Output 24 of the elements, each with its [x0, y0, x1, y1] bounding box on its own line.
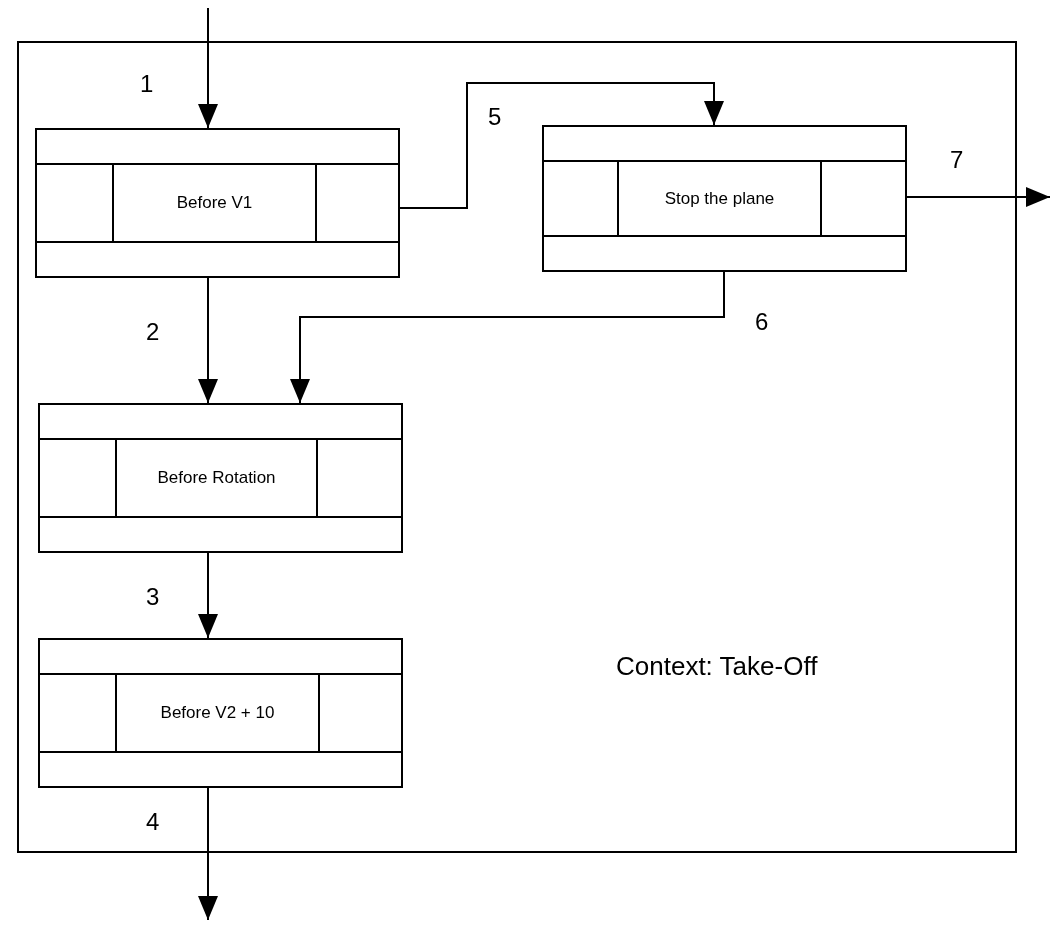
edge-label: 2: [146, 320, 160, 344]
edge-label: 1: [140, 72, 154, 96]
box-label: Before Rotation: [157, 468, 276, 488]
box-label: Before V1: [176, 193, 253, 213]
edge-label: 3: [146, 585, 160, 609]
edge-label: 6: [755, 310, 769, 334]
arrow: [198, 7, 218, 129]
process-box: [35, 128, 400, 278]
edge-label: 5: [488, 105, 502, 129]
arrow: [399, 82, 724, 209]
arrow: [198, 552, 218, 639]
arrow: [198, 277, 218, 404]
box-label: Stop the plane: [664, 188, 775, 209]
edge-label: 7: [950, 148, 964, 172]
edge-label: 4: [146, 810, 160, 834]
arrow: [906, 187, 1051, 207]
process-box: [38, 638, 403, 788]
context-label: Context: Take-Off: [616, 651, 818, 682]
process-box: [542, 125, 907, 272]
arrow: [290, 271, 725, 404]
process-box: [38, 403, 403, 553]
context-frame: [17, 41, 1017, 853]
box-label: Before V2 + 10: [160, 703, 275, 723]
arrow: [198, 787, 218, 921]
